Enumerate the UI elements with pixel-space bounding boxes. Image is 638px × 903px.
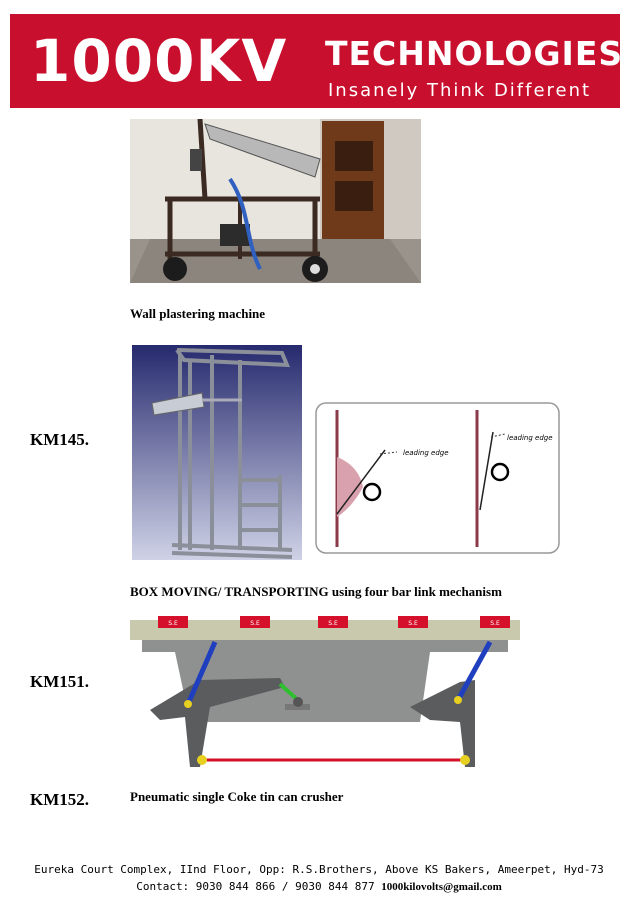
project-code: KM151. — [30, 672, 90, 691]
leading-edge-diagram: leading edge leading edge — [315, 402, 560, 554]
company-tagline: Insanely Think Different — [328, 80, 592, 101]
project-code: KM152. — [30, 790, 90, 809]
box-mover-cad-render — [132, 345, 302, 560]
block-label: S.E — [328, 620, 338, 627]
leading-edge-label: leading edge — [403, 449, 449, 457]
project-code: KM145. — [30, 430, 90, 449]
leading-edge-label: leading edge — [507, 434, 553, 442]
footer-address: Eureka Court Complex, IInd Floor, Opp: R… — [34, 863, 604, 876]
block-label: S.E — [168, 620, 178, 627]
footer-contact: Contact: 9030 844 866 / 9030 844 877 — [136, 880, 375, 893]
brand-logo: 1000KV — [30, 27, 288, 95]
block-label: S.E — [490, 620, 500, 627]
block-label: S.E — [250, 620, 260, 627]
footer-email[interactable]: 1000kilovolts@gmail.com — [381, 881, 502, 893]
four-bar-link-diagram: S.E S.E S.E S.E S.E — [130, 612, 520, 772]
project-title: Wall plastering machine — [130, 306, 266, 321]
block-label: S.E — [408, 620, 418, 627]
footer-contact-line: Contact: 9030 844 866 / 9030 844 877 100… — [0, 880, 638, 893]
project-title: BOX MOVING/ TRANSPORTING using four bar … — [130, 584, 502, 599]
wall-plastering-machine-photo — [130, 119, 421, 283]
header-banner: 1000KV TECHNOLOGIES Insanely Think Diffe… — [10, 14, 624, 108]
company-name: TECHNOLOGIES — [325, 34, 624, 73]
project-title: Pneumatic single Coke tin can crusher — [130, 789, 344, 804]
